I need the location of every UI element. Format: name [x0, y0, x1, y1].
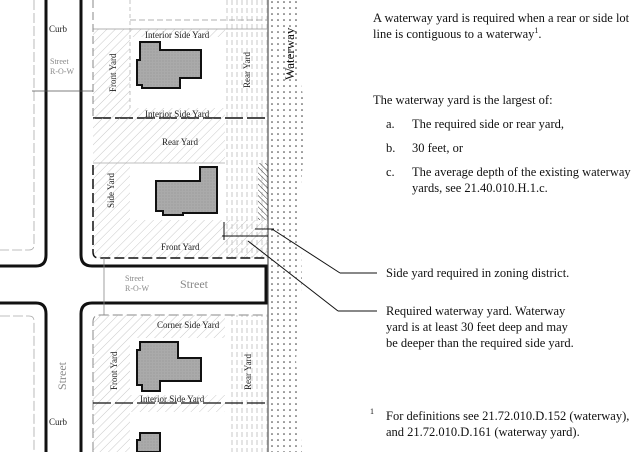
largest-heading: The waterway yard is the largest of: — [373, 93, 553, 107]
intro-footnote-ref: 1 — [534, 25, 539, 35]
interior-side-yard-label: Interior Side Yard — [140, 394, 205, 404]
lot1-front-yard — [93, 29, 130, 118]
streets — [0, 0, 268, 452]
corner-side-yard-label: Corner Side Yard — [157, 320, 220, 330]
interior-side-yard-label: Interior Side Yard — [145, 30, 210, 40]
side-yard-label: Side Yard — [106, 172, 116, 208]
rear-yard-label: Rear Yard — [243, 354, 253, 390]
lot3-front-yard — [93, 315, 130, 452]
curb-label-bottom: Curb — [49, 417, 68, 427]
intro-end: . — [538, 27, 542, 41]
waterway-area — [268, 0, 306, 452]
lot2-front-yard — [93, 220, 268, 258]
rear-yard-strip-3 — [228, 315, 268, 452]
street-row-label-2: R-O-W — [50, 67, 74, 76]
lot3-building — [136, 341, 202, 392]
footnote-text: For definitions see 21.72.010.D.152 (wat… — [386, 409, 630, 439]
list-marker: a. — [386, 117, 395, 131]
lot1-side-yard-top — [130, 29, 225, 37]
street-label-vertical: Street — [55, 361, 69, 390]
list-marker: b. — [386, 141, 396, 155]
lot2-building — [155, 166, 218, 216]
lot2-rear-yard — [93, 118, 225, 163]
front-yard-label: Front Yard — [161, 242, 200, 252]
lot4-building — [136, 432, 161, 452]
intro-paragraph: A waterway yard is required when a rear … — [373, 10, 635, 42]
callout-side-yard: Side yard required in zoning district. — [386, 266, 570, 280]
lot3-interior-side-yard — [130, 395, 225, 412]
front-yard-label: Front Yard — [109, 351, 119, 390]
lot1-building — [136, 41, 202, 89]
rear-yard-label: Rear Yard — [242, 52, 252, 88]
lot2-side-yard — [93, 163, 130, 220]
intro-text: A waterway yard is required when a rear … — [373, 11, 630, 41]
list-text: 30 feet, or — [412, 141, 464, 155]
list-marker: c. — [386, 165, 395, 179]
curb-label-top: Curb — [49, 24, 68, 34]
waterway-yard-hatch — [258, 163, 268, 220]
street-row-label-1: Street — [125, 274, 144, 283]
list-text: The average depth of the existing waterw… — [412, 165, 631, 195]
dimension-lines — [222, 222, 377, 312]
street-label: Street — [180, 277, 209, 291]
street-row-label-1: Street — [50, 57, 69, 66]
front-yard-label: Front Yard — [108, 53, 118, 92]
waterway-label: Waterway — [282, 27, 297, 80]
lot3-corner-side-yard — [130, 315, 225, 338]
list-text: The required side or rear yard, — [412, 117, 565, 131]
callout-waterway-yard: Required waterway yard. Waterway yard is… — [386, 304, 574, 350]
street-row-label-2: R-O-W — [125, 284, 149, 293]
rear-yard-label: Rear Yard — [162, 137, 198, 147]
lot1-side-yard-bottom — [130, 108, 225, 118]
interior-side-yard-label: Interior Side Yard — [145, 109, 210, 119]
footnote-marker: 1 — [370, 407, 374, 416]
